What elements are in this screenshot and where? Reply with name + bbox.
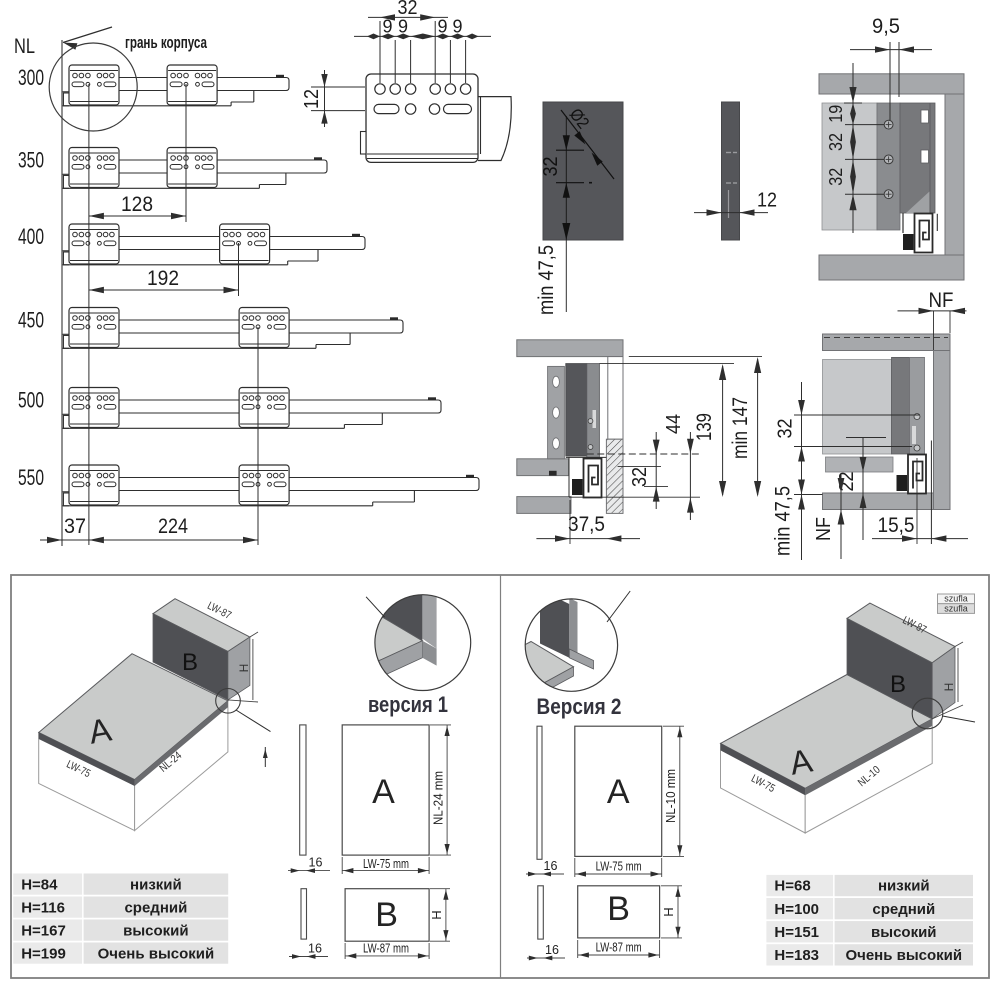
svg-text:550: 550 xyxy=(18,465,44,490)
svg-text:12: 12 xyxy=(757,190,777,212)
svg-text:высокий: высокий xyxy=(123,922,189,939)
svg-text:32: 32 xyxy=(775,419,797,439)
svg-text:Версия 2: Версия 2 xyxy=(537,694,622,719)
svg-text:NL-24 mm: NL-24 mm xyxy=(431,771,446,825)
svg-text:9: 9 xyxy=(398,17,408,37)
svg-text:16: 16 xyxy=(309,856,323,870)
svg-text:450: 450 xyxy=(18,308,44,333)
svg-text:37: 37 xyxy=(64,515,86,538)
svg-text:H: H xyxy=(429,910,444,919)
svg-text:szufla: szufla xyxy=(944,594,968,604)
svg-text:A: A xyxy=(372,773,395,811)
svg-text:139: 139 xyxy=(693,413,716,441)
svg-text:грань корпуса: грань корпуса xyxy=(125,34,208,52)
svg-text:B: B xyxy=(607,890,630,928)
svg-text:min 47,5: min 47,5 xyxy=(535,245,558,315)
svg-text:NL-10 mm: NL-10 mm xyxy=(663,769,678,823)
svg-text:128: 128 xyxy=(121,193,153,216)
svg-text:средний: средний xyxy=(124,899,187,916)
svg-text:NF: NF xyxy=(929,289,954,312)
svg-text:LW-87 mm: LW-87 mm xyxy=(363,941,409,956)
svg-text:H=84: H=84 xyxy=(21,876,58,893)
svg-text:szufla: szufla xyxy=(944,603,968,613)
svg-text:32: 32 xyxy=(826,133,846,151)
svg-text:500: 500 xyxy=(18,388,44,413)
svg-text:H=68: H=68 xyxy=(774,878,810,895)
svg-text:B: B xyxy=(890,671,906,698)
svg-text:192: 192 xyxy=(147,267,179,290)
svg-text:16: 16 xyxy=(308,942,322,956)
svg-text:9,5: 9,5 xyxy=(872,15,900,38)
svg-text:300: 300 xyxy=(18,65,44,90)
svg-text:32: 32 xyxy=(540,157,562,177)
svg-text:9: 9 xyxy=(437,17,447,37)
svg-text:400: 400 xyxy=(18,224,44,249)
svg-text:NL: NL xyxy=(14,35,35,58)
svg-text:min 147: min 147 xyxy=(729,397,752,459)
svg-text:Очень высокий: Очень высокий xyxy=(845,947,962,964)
svg-text:B: B xyxy=(375,896,398,934)
svg-text:B: B xyxy=(182,649,198,676)
svg-text:9: 9 xyxy=(382,17,392,37)
svg-text:9: 9 xyxy=(452,17,462,37)
svg-text:высокий: высокий xyxy=(871,924,937,941)
svg-text:224: 224 xyxy=(158,515,188,538)
svg-text:32: 32 xyxy=(629,467,651,487)
svg-text:средний: средний xyxy=(872,901,935,918)
svg-text:A: A xyxy=(607,773,630,811)
svg-text:16: 16 xyxy=(545,943,559,957)
svg-text:32: 32 xyxy=(398,0,418,19)
svg-text:NF: NF xyxy=(813,517,835,541)
svg-text:16: 16 xyxy=(544,859,558,873)
svg-text:H=151: H=151 xyxy=(774,924,819,941)
svg-text:низкий: низкий xyxy=(130,876,182,893)
svg-text:H=199: H=199 xyxy=(21,945,66,962)
svg-text:LW-87 mm: LW-87 mm xyxy=(596,940,642,955)
svg-text:19: 19 xyxy=(826,105,846,123)
svg-text:H: H xyxy=(942,683,956,692)
svg-text:44: 44 xyxy=(663,414,685,434)
svg-text:LW-75 mm: LW-75 mm xyxy=(596,859,642,874)
svg-text:низкий: низкий xyxy=(878,878,930,895)
svg-text:LW-75 mm: LW-75 mm xyxy=(363,856,409,871)
svg-text:15,5: 15,5 xyxy=(878,514,915,537)
svg-text:H=183: H=183 xyxy=(774,947,819,964)
svg-text:H: H xyxy=(237,664,251,673)
svg-text:12: 12 xyxy=(301,89,323,109)
svg-text:H=116: H=116 xyxy=(21,899,65,916)
svg-text:версия 1: версия 1 xyxy=(368,692,448,717)
svg-text:32: 32 xyxy=(826,168,846,186)
svg-text:H=167: H=167 xyxy=(21,922,66,939)
svg-text:350: 350 xyxy=(18,148,44,173)
svg-text:H: H xyxy=(661,907,676,916)
svg-text:H=100: H=100 xyxy=(774,901,819,918)
svg-text:37,5: 37,5 xyxy=(568,513,605,536)
svg-text:Очень высокий: Очень высокий xyxy=(98,945,215,962)
svg-text:min 47,5: min 47,5 xyxy=(772,486,795,556)
